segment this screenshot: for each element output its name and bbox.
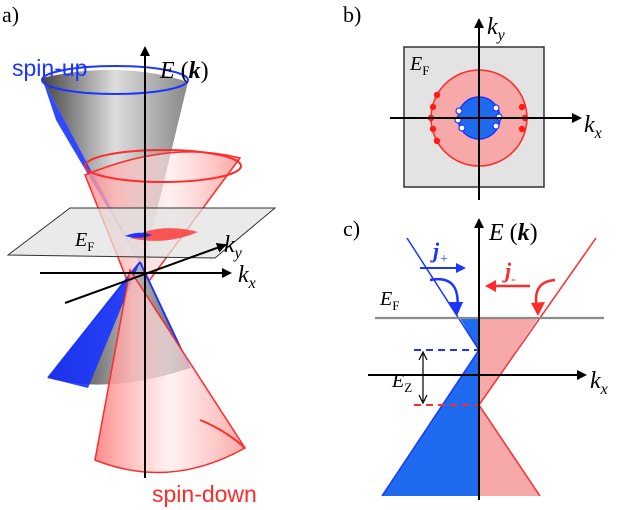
spin-down-lower-cone [94, 268, 247, 474]
spin-down-label: spin-down [152, 481, 257, 507]
spin-up-band-upper [406, 237, 480, 351]
panel-a: a) E (k) ky kx [2, 2, 277, 507]
energy-axis-a-label: E (k) [159, 58, 209, 84]
ky-axis-a-label: ky [224, 232, 243, 262]
panel-a-label: a) [2, 2, 19, 27]
fermi-cut-spin-down [130, 228, 198, 241]
zeeman-arrow-head-bottom [418, 394, 428, 405]
spin-up-upper-rim [41, 65, 189, 95]
fermi-energy-c-label: EF [379, 288, 399, 313]
spin-up-filled-region [382, 318, 479, 496]
j-plus-label: j+ [430, 238, 449, 267]
j-minus-arrow-head [531, 302, 545, 316]
fermi-energy-b-label: EF [409, 53, 429, 78]
fermi-energy-a-label: EF [74, 229, 94, 254]
zeeman-arrow-head-top [418, 350, 428, 361]
panel-b: b) ky kx EF [343, 2, 602, 200]
j-minus-label: j- [502, 258, 516, 287]
panel-c-label: c) [343, 216, 360, 241]
spin-down-band-upper [478, 237, 597, 406]
j-plus-bar-head [456, 263, 466, 273]
panel-c: c) E (k) [343, 216, 608, 500]
j-plus-arrow-head [449, 302, 463, 316]
spin-down-filled-region [479, 318, 540, 496]
spin-down-states [427, 91, 529, 145]
spin-up-label: spin-up [12, 55, 87, 81]
j-minus-bar-head [485, 280, 496, 292]
kx-axis-c-label: kx [590, 368, 608, 398]
panel-b-label: b) [343, 2, 361, 27]
zeeman-energy-label: EZ [391, 370, 412, 395]
spin-down-band-lower [478, 404, 541, 497]
spin-down-upper-rim [84, 149, 242, 183]
spin-down-lower-curl [199, 419, 246, 449]
kx-axis-a-label: kx [238, 262, 256, 292]
spin-up-lower-cone-side [48, 262, 140, 388]
kx-axis-b-label: kx [584, 112, 602, 142]
energy-axis-c-label: E (k) [488, 220, 538, 246]
ky-axis-b-label: ky [487, 14, 506, 44]
